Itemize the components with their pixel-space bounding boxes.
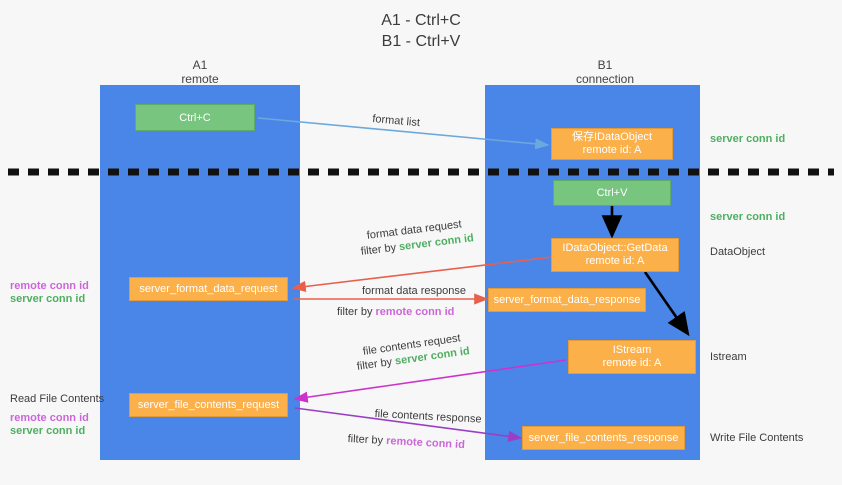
box-ctrl-v-label: Ctrl+V [596, 187, 628, 199]
box-server-file-contents-response[interactable]: server_file_contents_response [522, 426, 685, 450]
box-istream-line1: IStream [612, 344, 652, 356]
margin-right-dataobject: DataObject [710, 246, 766, 258]
box-store-idataobject-line2: remote id: A [582, 144, 642, 156]
filter-prefix-3: filter by [356, 355, 396, 373]
box-server-file-contents-request[interactable]: server_file_contents_request [129, 393, 288, 417]
title-line-2: B1 - Ctrl+V [381, 33, 461, 50]
edge-label-file-contents-response-filter: filter by remote conn id [347, 432, 465, 452]
box-server-format-data-request[interactable]: server_format_data_request [129, 277, 288, 301]
lane-header-a1: A1 remote [140, 58, 260, 86]
filter-key-4: remote conn id [385, 435, 466, 452]
box-store-idataobject[interactable]: 保存IDataObject remote id: A [551, 128, 673, 160]
box-server-file-contents-response-label: server_file_contents_response [528, 431, 679, 444]
lane-header-b1: B1 connection [535, 58, 675, 86]
box-ctrl-c-label: Ctrl+C [179, 111, 211, 124]
box-istream[interactable]: IStream remote id: A [568, 340, 696, 374]
box-store-idataobject-line1: 保存IDataObject [571, 131, 653, 143]
margin-right-istream: Istream [710, 351, 747, 363]
box-server-format-data-response-label: server_format_data_response [493, 293, 641, 306]
edge-label-format-data-response-filter: filter by remote conn id [337, 305, 454, 319]
box-getdata-line2: remote id: A [585, 255, 645, 267]
filter-prefix-2: filter by [337, 306, 376, 318]
margin-left-server-conn-id-2: server conn id [10, 425, 86, 437]
lane-b1-sub: connection [575, 72, 635, 86]
margin-left-remote-conn-id-1: remote conn id [10, 280, 89, 292]
box-ctrl-v[interactable]: Ctrl+V [553, 180, 671, 206]
box-server-file-contents-request-label: server_file_contents_request [137, 398, 280, 411]
edge-label-format-data-response: format data response [362, 285, 466, 297]
box-getdata-line1: IDataObject::GetData [562, 242, 668, 254]
margin-left-read-file-contents: Read File Contents [10, 393, 105, 405]
margin-right-write-file-contents: Write File Contents [710, 432, 804, 444]
filter-prefix-1: filter by [360, 241, 400, 258]
box-server-format-data-response[interactable]: server_format_data_response [488, 288, 646, 312]
page-title: A1 - Ctrl+C B1 - Ctrl+V [0, 10, 842, 52]
edge-label-file-contents-response: file contents response [374, 407, 482, 426]
edge-label-format-list: format list [371, 112, 421, 130]
filter-key-2: remote conn id [375, 306, 455, 318]
filter-prefix-4: filter by [347, 432, 387, 447]
margin-left-remote-conn-id-2: remote conn id [10, 412, 89, 424]
lane-a1-name: A1 [192, 58, 208, 72]
box-server-format-data-request-label: server_format_data_request [139, 282, 278, 295]
box-istream-line2: remote id: A [602, 357, 662, 369]
box-idataobject-getdata[interactable]: IDataObject::GetData remote id: A [551, 238, 679, 272]
title-line-1: A1 - Ctrl+C [381, 12, 461, 29]
lane-a1-sub: remote [181, 72, 219, 86]
lane-b1-name: B1 [597, 58, 613, 72]
margin-left-server-conn-id-1: server conn id [10, 293, 86, 305]
box-ctrl-c[interactable]: Ctrl+C [135, 104, 255, 131]
margin-right-server-conn-id-top: server conn id [710, 133, 786, 145]
margin-right-server-conn-id-mid: server conn id [710, 211, 786, 223]
